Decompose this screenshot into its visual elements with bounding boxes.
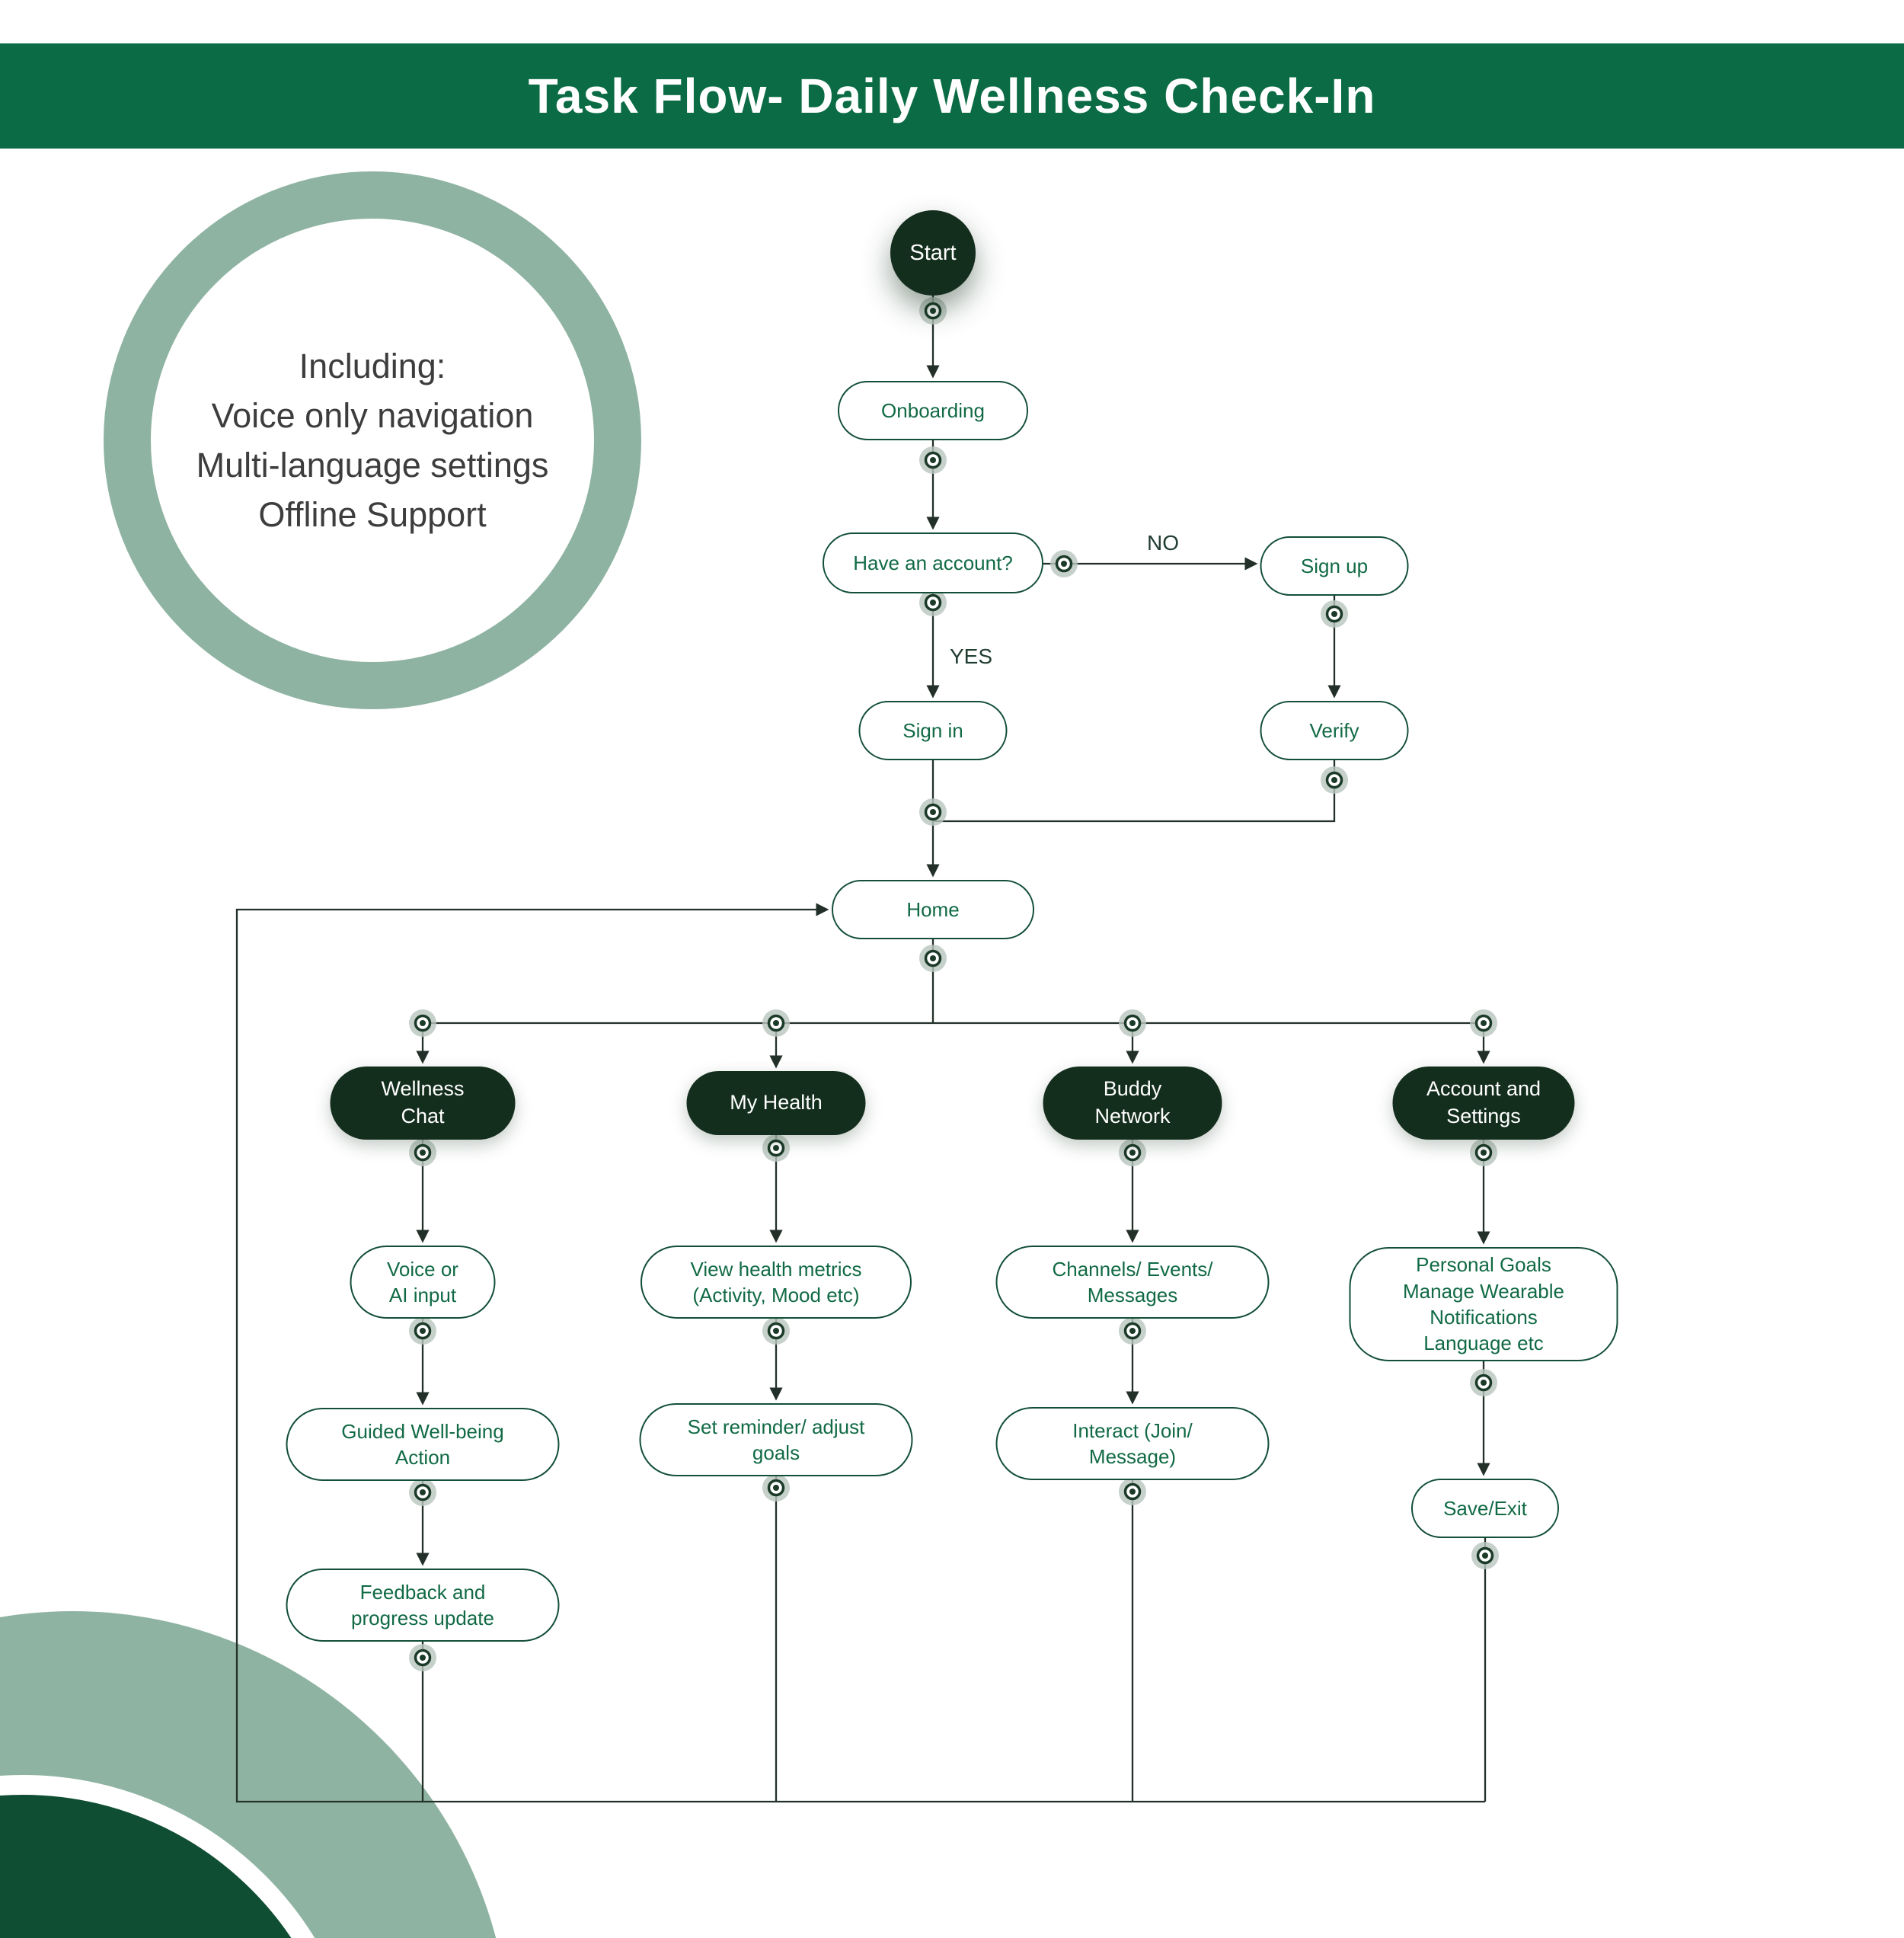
node-channels-events-messages: Channels/ Events/ Messages	[995, 1246, 1270, 1319]
node-interact: Interact (Join/ Message)	[995, 1407, 1270, 1480]
node-account-settings: Account and Settings	[1392, 1067, 1575, 1140]
page-title: Task Flow- Daily Wellness Check-In	[528, 69, 1376, 123]
header-band: Task Flow- Daily Wellness Check-In	[0, 43, 1904, 149]
node-personal-goals: Personal Goals Manage Wearable Notificat…	[1349, 1247, 1618, 1361]
node-view-health-metrics: View health metrics (Activity, Mood etc)	[641, 1246, 912, 1319]
node-my-health: My Health	[686, 1071, 866, 1135]
edge-label-no: NO	[1147, 531, 1179, 555]
node-guided-wellbeing-action: Guided Well-being Action	[286, 1408, 560, 1481]
node-onboarding: Onboarding	[838, 381, 1028, 440]
node-save-exit: Save/Exit	[1411, 1479, 1559, 1538]
node-verify: Verify	[1260, 701, 1409, 760]
annotation-ring: Including: Voice only navigation Multi-l…	[104, 171, 641, 709]
node-buddy-network: Buddy Network	[1043, 1067, 1222, 1140]
node-voice-ai-input: Voice or AI input	[350, 1246, 496, 1319]
node-feedback-progress: Feedback and progress update	[286, 1569, 560, 1642]
node-start: Start	[890, 210, 976, 296]
node-sign-in: Sign in	[858, 701, 1008, 760]
node-sign-up: Sign up	[1260, 536, 1409, 596]
annotation-text: Including: Voice only navigation Multi-l…	[196, 346, 549, 535]
node-set-reminder: Set reminder/ adjust goals	[639, 1403, 913, 1476]
node-wellness-chat: Wellness Chat	[330, 1067, 516, 1140]
node-home: Home	[832, 880, 1034, 939]
node-have-account: Have an account?	[823, 532, 1043, 593]
edge-label-yes: YES	[949, 644, 993, 668]
